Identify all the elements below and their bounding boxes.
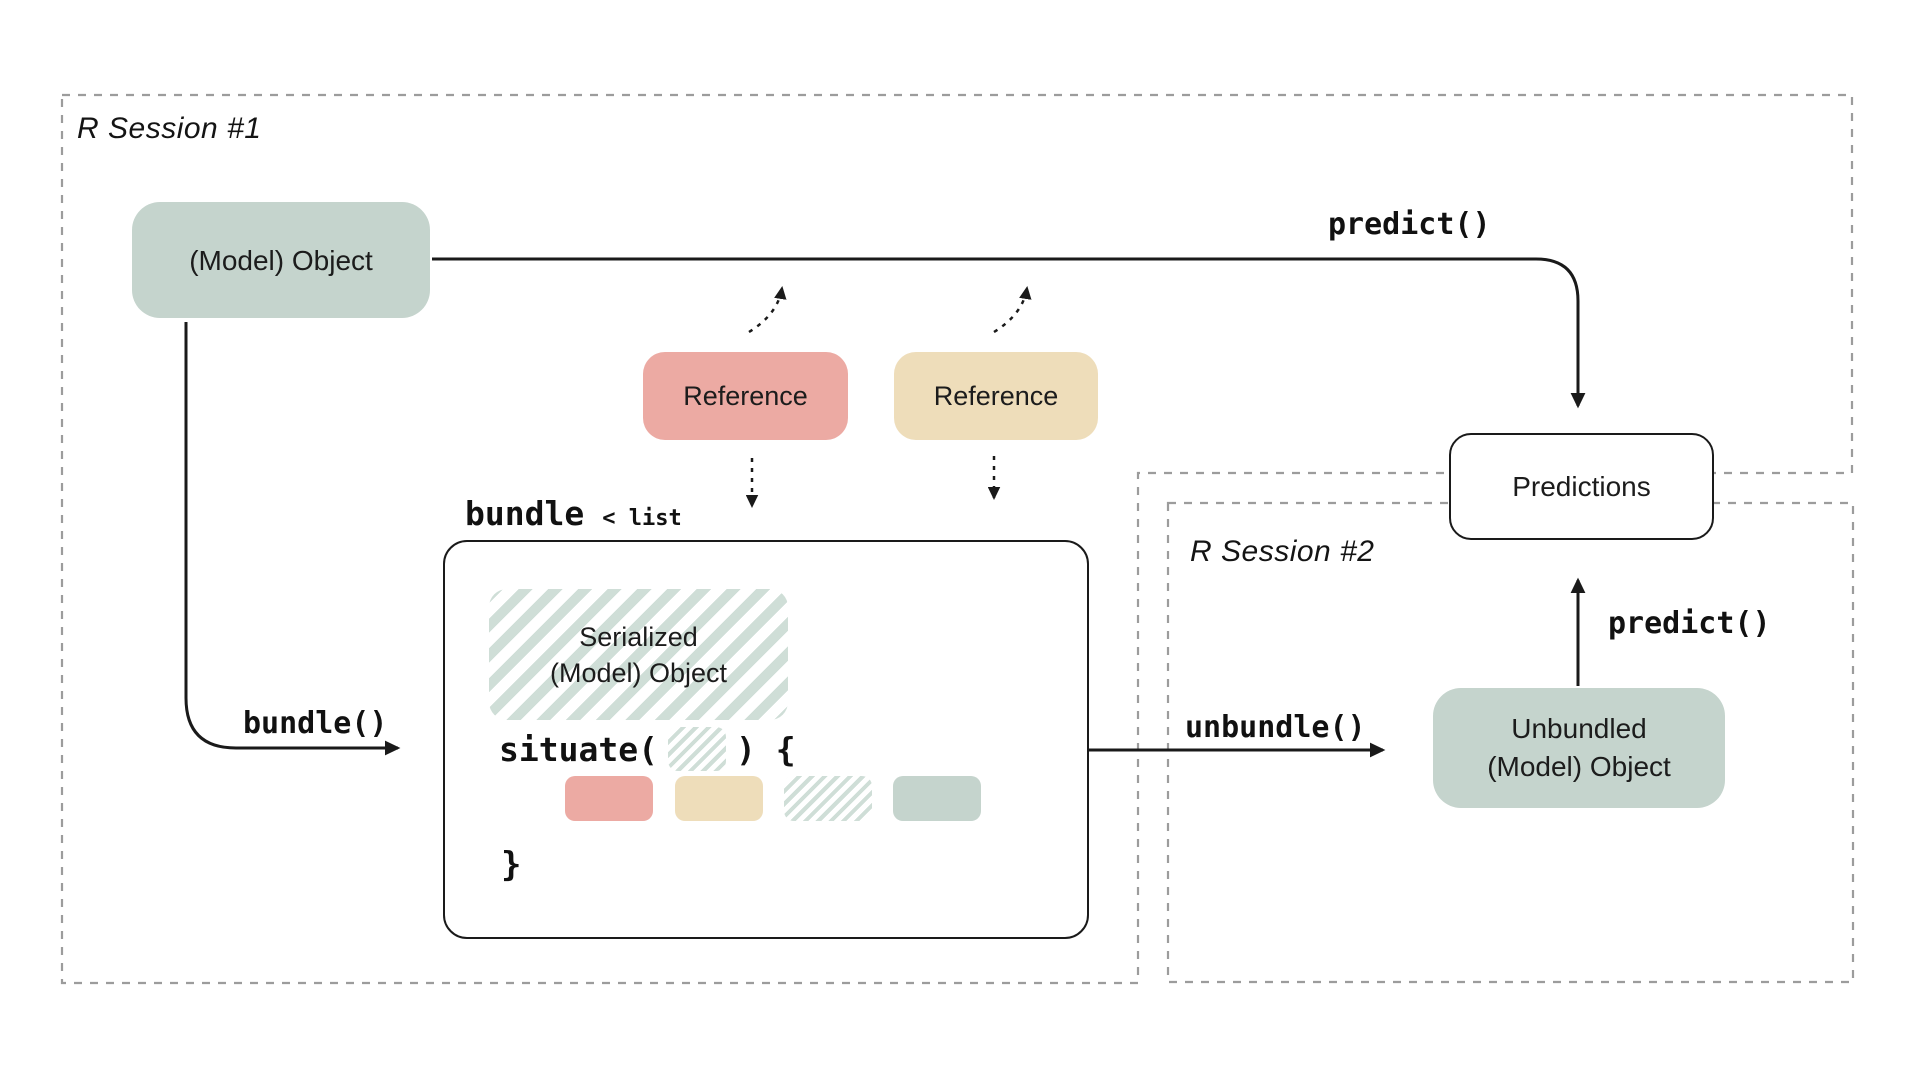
arrow-bundle xyxy=(184,322,401,756)
bundle-var-label: bundle xyxy=(465,494,585,533)
brace-close-label: } xyxy=(501,845,522,885)
model-object-node: (Model) Object xyxy=(132,202,430,318)
unbundled-label-line1: Unbundled xyxy=(1511,713,1647,744)
chip-tan xyxy=(675,776,763,821)
situate-open-label: situate( xyxy=(499,729,658,769)
predictions-node: Predictions xyxy=(1449,433,1714,540)
bundle-fn-label: bundle() xyxy=(243,706,388,741)
situate-placeholder-chip xyxy=(667,727,726,771)
arrow-predict-top xyxy=(432,257,1586,409)
arrow-dashed-reference-tan-up xyxy=(993,286,1032,334)
situate-close-label: ) { xyxy=(735,729,796,769)
model-object-label: (Model) Object xyxy=(189,244,373,276)
bundle-title: bundle < list xyxy=(465,494,682,533)
reference-red-node: Reference xyxy=(643,352,848,440)
unbundled-model-object-node: Unbundled (Model) Object xyxy=(1433,688,1725,808)
unbundle-fn-label: unbundle() xyxy=(1185,710,1366,745)
chip-striped xyxy=(784,776,872,821)
serialized-label-line1: Serialized xyxy=(579,621,698,652)
predict-top-label: predict() xyxy=(1328,207,1491,242)
serialized-label-line2: (Model) Object xyxy=(549,657,728,688)
unbundled-label-line2: (Model) Object xyxy=(1487,751,1671,782)
bundle-type-label: < list xyxy=(602,506,682,531)
serialized-model-object-node: Serialized (Model) Object xyxy=(489,589,788,720)
reference-red-label: Reference xyxy=(683,380,808,411)
session2-label: R Session #2 xyxy=(1190,535,1375,568)
reference-tan-label: Reference xyxy=(933,380,1059,411)
chip-salmon xyxy=(565,776,653,821)
reference-tan-node: Reference xyxy=(894,352,1098,440)
predictions-label: Predictions xyxy=(1512,471,1651,502)
chip-sage xyxy=(893,776,981,821)
session1-border xyxy=(60,93,1854,985)
session1-label: R Session #1 xyxy=(77,112,262,145)
arrow-dashed-reference-red-up xyxy=(748,286,787,334)
predict-right-label: predict() xyxy=(1608,606,1771,641)
situate-code-row: situate( ) { xyxy=(499,726,796,772)
